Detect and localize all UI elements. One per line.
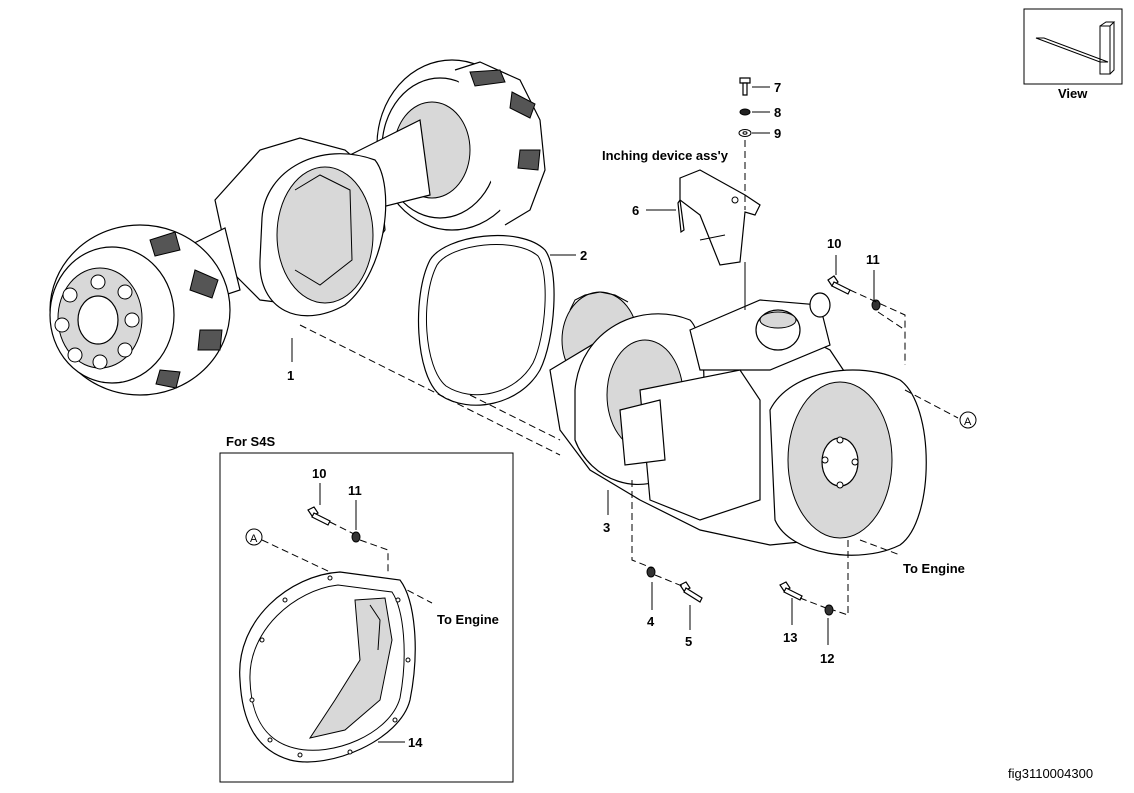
bolt-10-inset [307, 506, 331, 526]
inching-device-label: Inching device ass'y [602, 148, 729, 163]
bolt-13 [779, 581, 803, 601]
svg-text:A: A [964, 416, 972, 428]
callout-7: 7 [774, 80, 781, 95]
callout-6: 6 [632, 203, 639, 218]
callout-14: 14 [408, 735, 423, 750]
view-label: View [1058, 86, 1088, 101]
view-thumbnail[interactable] [1023, 8, 1123, 85]
bolt-7 [739, 77, 751, 96]
cotter-pin [677, 198, 685, 234]
s4s-inset-title: For S4S [226, 434, 275, 449]
callout-11-inset: 11 [348, 483, 362, 498]
nut-12 [824, 604, 834, 616]
nut-11-inset [351, 531, 361, 543]
washer-8 [739, 108, 751, 116]
callout-10-main: 10 [827, 236, 841, 251]
gasket [417, 234, 555, 406]
reference-marker-a-inset: A [245, 528, 263, 546]
reference-marker-a-main: A [959, 411, 977, 429]
callout-10-inset: 10 [312, 466, 326, 481]
transmission-assembly [549, 291, 927, 556]
callout-5: 5 [685, 634, 692, 649]
callout-8: 8 [774, 105, 781, 120]
callout-4: 4 [647, 614, 655, 629]
svg-text:A: A [250, 533, 258, 545]
forklift-fork-icon [1035, 21, 1116, 75]
to-engine-label-inset: To Engine [437, 612, 499, 627]
callout-11-main: 11 [866, 252, 880, 267]
s4s-bell-housing [239, 571, 416, 763]
drive-axle [49, 59, 546, 396]
callout-9: 9 [774, 126, 781, 141]
to-engine-label-main: To Engine [903, 561, 965, 576]
nut-4 [646, 566, 656, 578]
bolt-5 [679, 581, 703, 603]
callout-3: 3 [603, 520, 610, 535]
callout-13: 13 [783, 630, 797, 645]
figure-id: fig3110004300 [1008, 766, 1093, 781]
washer-9 [738, 129, 752, 137]
bolt-10-main [827, 275, 851, 295]
nut-11-main [871, 299, 881, 311]
s4s-inset-frame [219, 452, 514, 783]
callout-12: 12 [820, 651, 834, 666]
callout-2: 2 [580, 248, 587, 263]
inching-device [679, 169, 761, 310]
callout-1: 1 [287, 368, 294, 383]
